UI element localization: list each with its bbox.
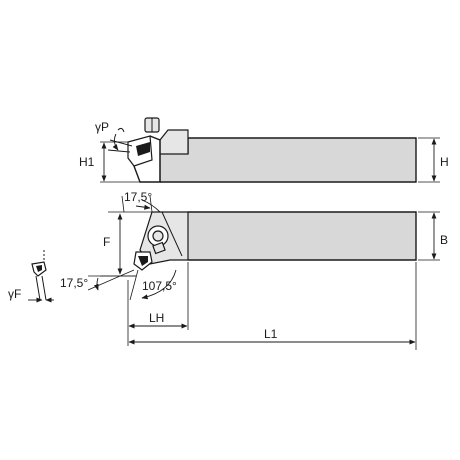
l1-label: L1 — [264, 327, 278, 341]
angle-left-label: 17,5° — [60, 276, 88, 290]
gamma-p-label: γP — [95, 120, 109, 134]
top-view-shank — [188, 212, 416, 260]
gamma-f-label: γF — [8, 287, 21, 301]
h1-label: H1 — [79, 155, 95, 169]
h-label: H — [440, 155, 449, 169]
angle-bottom-label: 107,5° — [142, 279, 177, 293]
angle-top-label: 17,5° — [124, 190, 152, 204]
side-view-shank — [160, 138, 416, 182]
top-view-head — [133, 211, 189, 271]
side-view: γP H1 H — [79, 117, 449, 183]
top-view: 17,5° F 17,5° 107,5° B LH L1 — [60, 190, 448, 350]
lh-label: LH — [149, 311, 164, 325]
gamma-f-detail — [28, 250, 54, 303]
b-label: B — [440, 233, 448, 247]
f-label: F — [103, 235, 110, 249]
side-view-head — [127, 117, 189, 183]
